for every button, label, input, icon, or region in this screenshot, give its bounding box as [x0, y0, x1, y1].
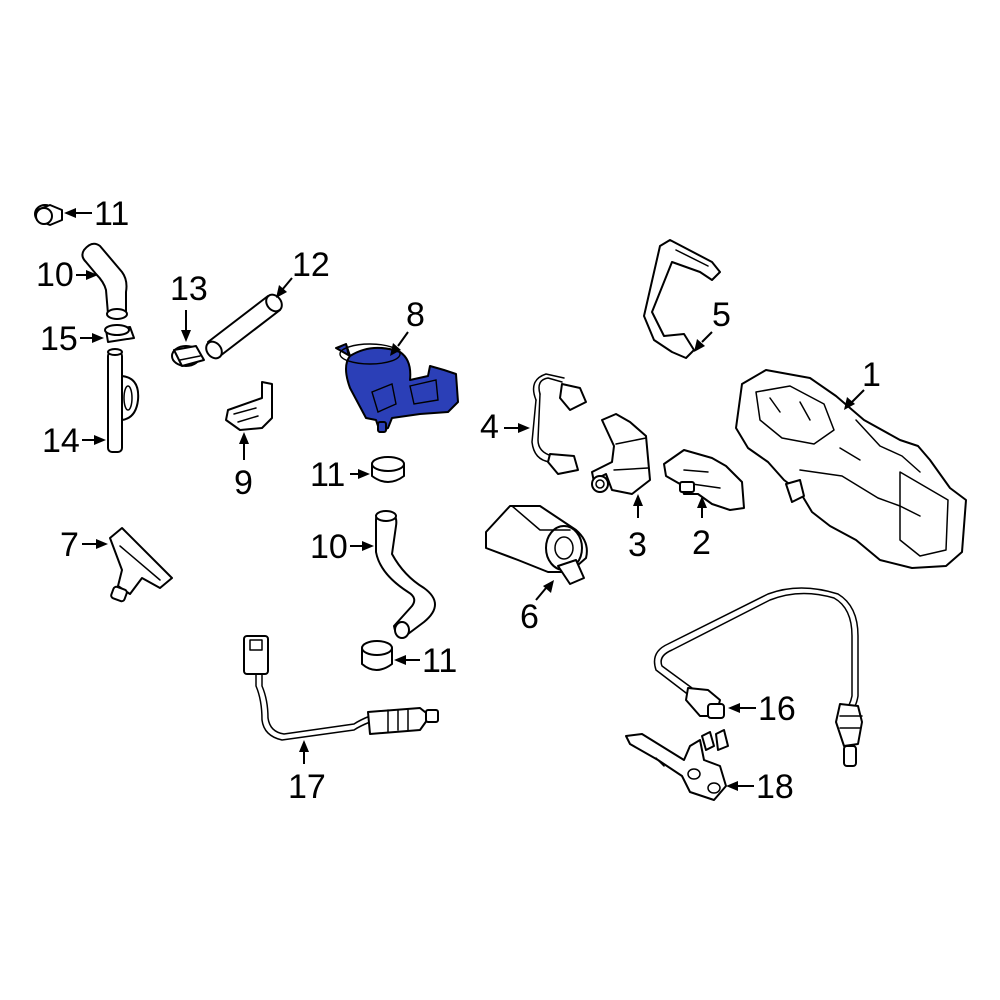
callout-label: 16 — [758, 690, 796, 728]
part-12-hose[interactable] — [203, 292, 285, 362]
callout-3: 3 — [628, 494, 647, 564]
callout-15: 15 — [40, 320, 104, 358]
part-18-bracket[interactable] — [625, 729, 729, 801]
callout-label: 13 — [170, 270, 208, 308]
callout-14: 14 — [42, 422, 106, 460]
part-4-hose-assembly[interactable] — [531, 373, 587, 475]
callout-5: 5 — [694, 296, 731, 352]
part-16-oxygen-sensor[interactable] — [653, 587, 863, 767]
callout-label: 10 — [310, 528, 348, 566]
part-11-clamp-top[interactable] — [34, 204, 63, 226]
callout-12: 12 — [276, 246, 330, 298]
part-10-hose-middle[interactable] — [375, 510, 436, 639]
part-5-bracket[interactable] — [643, 239, 721, 359]
callout-label: 7 — [60, 526, 79, 564]
part-17-oxygen-sensor[interactable] — [243, 635, 439, 741]
callout-label: 11 — [422, 642, 457, 680]
callout-label: 11 — [94, 195, 129, 233]
callout-16: 16 — [728, 690, 796, 728]
part-9-bracket[interactable] — [225, 381, 273, 431]
callout-label: 15 — [40, 320, 78, 358]
callout-11-top: 11 — [64, 195, 129, 233]
callout-18: 18 — [726, 768, 794, 806]
part-15-clamp[interactable] — [104, 324, 135, 343]
callout-7: 7 — [60, 526, 108, 564]
callout-10-top: 10 — [36, 256, 98, 294]
callout-label: 5 — [712, 296, 731, 334]
callout-11-lower: 11 — [394, 642, 457, 680]
callout-2: 2 — [692, 496, 711, 562]
part-11-clamp-middle[interactable] — [371, 456, 405, 483]
callout-label: 17 — [288, 768, 326, 806]
callout-6: 6 — [520, 580, 554, 636]
callout-label: 6 — [520, 598, 539, 636]
part-2-bracket[interactable] — [663, 449, 745, 511]
callout-label: 14 — [42, 422, 80, 460]
callout-1: 1 — [844, 356, 881, 410]
callout-8: 8 — [390, 296, 425, 356]
part-13-hose-clamp[interactable] — [171, 345, 205, 367]
callout-label: 10 — [36, 256, 74, 294]
callout-label: 18 — [756, 768, 794, 806]
callout-label: 1 — [862, 356, 881, 394]
callout-4: 4 — [480, 408, 530, 446]
callout-label: 3 — [628, 526, 647, 564]
callout-label: 8 — [406, 296, 425, 334]
callout-label: 2 — [692, 524, 711, 562]
callout-11-middle: 11 — [310, 456, 370, 494]
callout-label: 12 — [292, 246, 330, 284]
part-1-canister[interactable] — [735, 369, 967, 569]
part-11-clamp-lower[interactable] — [361, 640, 393, 671]
callout-10-middle: 10 — [310, 528, 374, 566]
part-10-hose-top[interactable] — [81, 242, 128, 320]
callout-label: 11 — [310, 456, 345, 494]
part-3-valve[interactable] — [591, 413, 651, 495]
part-6-valve[interactable] — [485, 505, 588, 585]
part-8-purge-valve[interactable] — [335, 342, 459, 433]
part-7-sensor[interactable] — [109, 527, 173, 603]
part-14-tube[interactable] — [107, 348, 140, 453]
callout-17: 17 — [288, 740, 326, 806]
callout-9: 9 — [234, 432, 253, 502]
callout-13: 13 — [170, 270, 208, 342]
callout-label: 9 — [234, 464, 253, 502]
callout-label: 4 — [480, 408, 499, 446]
